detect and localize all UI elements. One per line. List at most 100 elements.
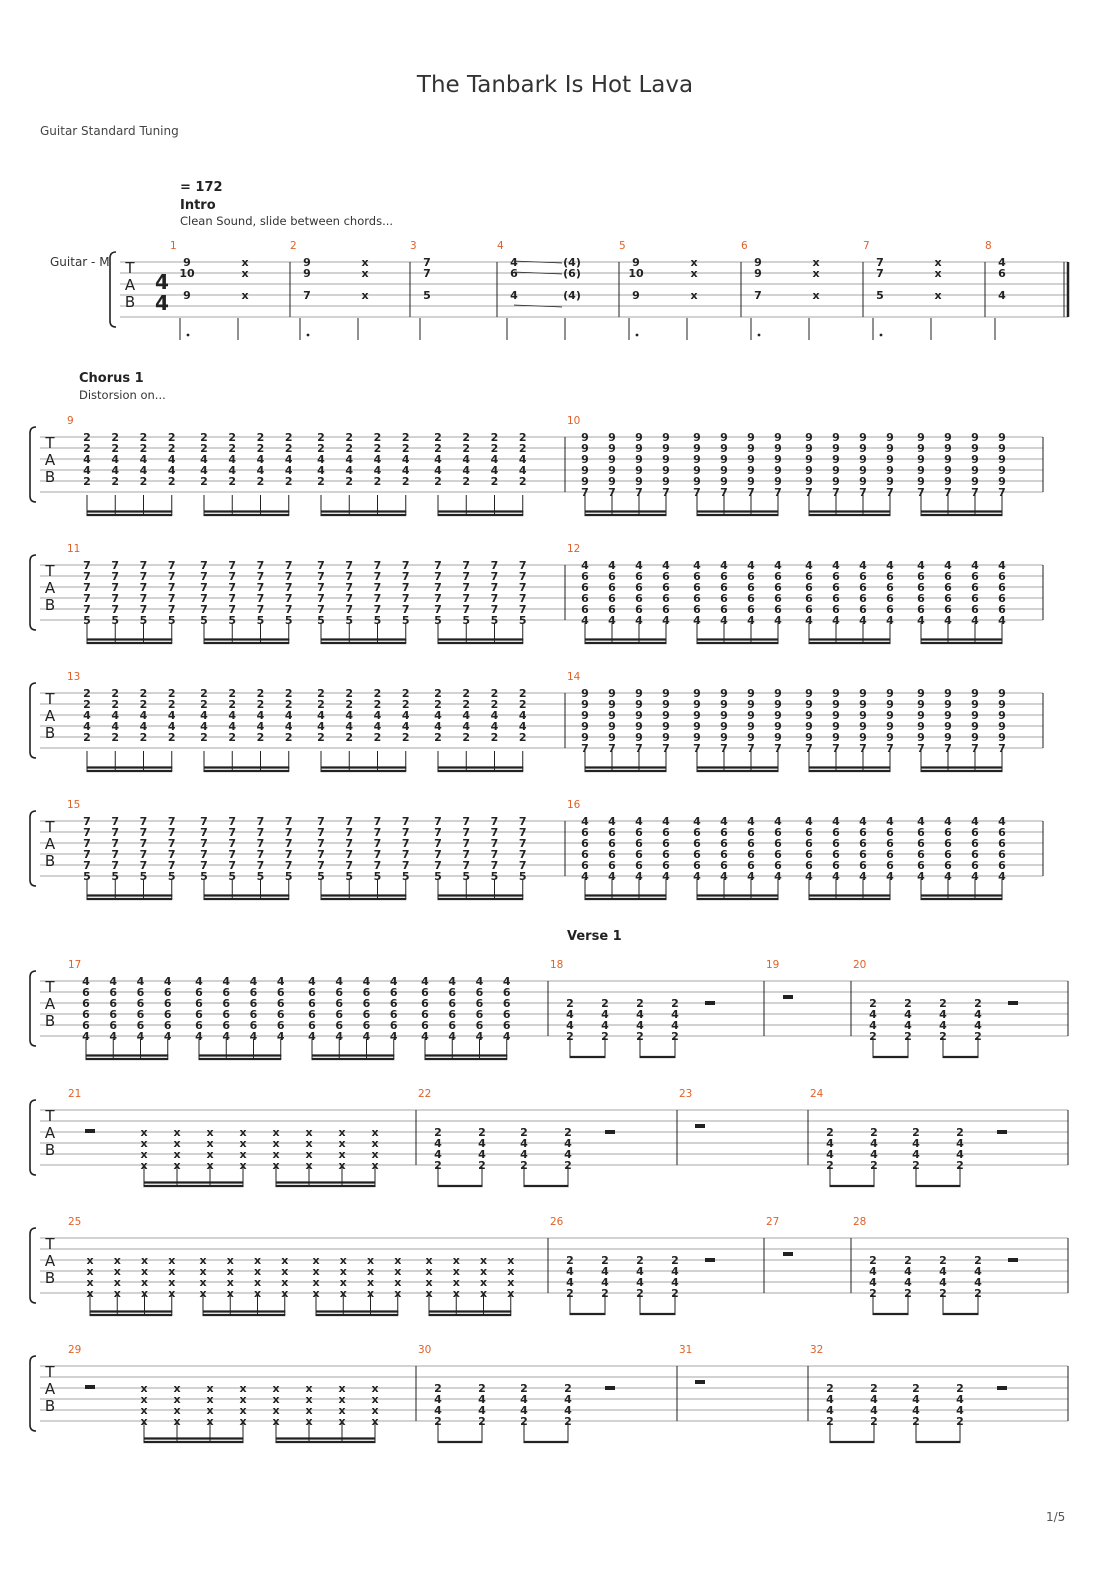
tab-fret: 2 xyxy=(111,698,119,711)
tab-fret: 6 xyxy=(635,581,643,594)
tab-fret: x xyxy=(425,1287,432,1300)
staff-bracket xyxy=(29,554,37,631)
tab-fret: x xyxy=(239,1126,246,1139)
tab-fret: 4 xyxy=(636,1019,644,1032)
tab-fret: 9 xyxy=(971,453,979,466)
tab-fret: 4 xyxy=(317,709,325,722)
tab-fret: 9 xyxy=(754,267,762,280)
tab-fret: 4 xyxy=(939,1276,947,1289)
tab-fret: 6 xyxy=(805,826,813,839)
tab-fret: 4 xyxy=(662,559,670,572)
tab-fret: 9 xyxy=(693,475,701,488)
tab-fret: 6 xyxy=(82,986,90,999)
tab-fret: 2 xyxy=(904,997,912,1010)
tab-fret: 7 xyxy=(402,559,410,572)
tab-fret: 7 xyxy=(374,581,382,594)
tab-fret: 9 xyxy=(720,720,728,733)
tab-fret: 6 xyxy=(747,592,755,605)
tab-fret: 6 xyxy=(720,848,728,861)
tab-fret: 4 xyxy=(519,464,527,477)
tab-fret: 6 xyxy=(503,1008,511,1021)
tab-fret: 9 xyxy=(754,256,762,269)
tab-fret: 7 xyxy=(374,859,382,872)
tab-fret: 7 xyxy=(168,826,176,839)
tab-fret: 4 xyxy=(998,289,1006,302)
tab-fret: x xyxy=(394,1254,401,1267)
tab-fret: 6 xyxy=(510,267,518,280)
tab-fret: 6 xyxy=(859,848,867,861)
tab-fret: 7 xyxy=(491,592,499,605)
tab-fret: 4 xyxy=(693,559,701,572)
tab-fret: 7 xyxy=(257,570,265,583)
tab-fret: 7 xyxy=(317,559,325,572)
tab-fret: 4 xyxy=(564,1148,572,1161)
tab-fret: 6 xyxy=(503,1019,511,1032)
tab-fret: 4 xyxy=(83,464,91,477)
tab-fret: 4 xyxy=(564,1137,572,1150)
tab-fret: 4 xyxy=(944,815,952,828)
tab-fret: 7 xyxy=(345,848,353,861)
tab-fret: 9 xyxy=(608,475,616,488)
tab-fret: 4 xyxy=(503,1030,511,1043)
tab-fret: 2 xyxy=(904,1287,912,1300)
tab-fret: 2 xyxy=(257,475,265,488)
tab-fret: x xyxy=(227,1265,234,1278)
tab-fret: 4 xyxy=(491,720,499,733)
tab-fret: 7 xyxy=(491,559,499,572)
tab-fret: x xyxy=(312,1287,319,1300)
rest xyxy=(605,1386,615,1390)
tab-fret: 4 xyxy=(859,559,867,572)
tab-fret: 6 xyxy=(859,826,867,839)
tab-fret: 6 xyxy=(363,997,371,1010)
tab-fret: x xyxy=(173,1148,180,1161)
tab-fret: 4 xyxy=(478,1137,486,1150)
tab-fret: x xyxy=(239,1137,246,1150)
tab-fret: 4 xyxy=(870,1393,878,1406)
tab-fret: x xyxy=(168,1254,175,1267)
tab-fret: x xyxy=(173,1404,180,1417)
tab-fret: 7 xyxy=(257,848,265,861)
tab-fret: x xyxy=(281,1287,288,1300)
tab-fret: 7 xyxy=(257,815,265,828)
tab-fret: 6 xyxy=(363,1019,371,1032)
tab-fret: x xyxy=(338,1393,345,1406)
tab-fret: 9 xyxy=(805,442,813,455)
tab-fret: 6 xyxy=(774,859,782,872)
tab-fret: 2 xyxy=(601,1254,609,1267)
tab-fret: 6 xyxy=(832,826,840,839)
tab-fret: x xyxy=(312,1265,319,1278)
tab-fret: 2 xyxy=(200,442,208,455)
tab-fret: 2 xyxy=(636,997,644,1010)
tab-fret: 5 xyxy=(228,614,236,627)
tab-fret: 6 xyxy=(971,848,979,861)
tab-fret: 6 xyxy=(747,848,755,861)
tab-fret: 7 xyxy=(519,559,527,572)
tab-fret: 2 xyxy=(478,1126,486,1139)
tab-fret: 7 xyxy=(168,859,176,872)
tab-fret: 9 xyxy=(998,720,1006,733)
tab-fret: 7 xyxy=(200,815,208,828)
tab-fret: 7 xyxy=(140,848,148,861)
tab-fret: 6 xyxy=(662,570,670,583)
tab-fret: 2 xyxy=(285,442,293,455)
tab-fret: x xyxy=(272,1404,279,1417)
tab-fret: 2 xyxy=(111,687,119,700)
tab-fret: 2 xyxy=(671,1254,679,1267)
tab-fret: 4 xyxy=(421,1030,429,1043)
tab-fret: 9 xyxy=(747,431,755,444)
tab-fret: 7 xyxy=(402,815,410,828)
tab-fret: 2 xyxy=(140,687,148,700)
tab-fret: 9 xyxy=(805,431,813,444)
tab-fret: 2 xyxy=(566,1287,574,1300)
tab-fret: 4 xyxy=(608,815,616,828)
tab-fret: 4 xyxy=(826,1148,834,1161)
tab-fret: 6 xyxy=(747,570,755,583)
tab-fret: 2 xyxy=(904,1254,912,1267)
tab-fret: 9 xyxy=(971,687,979,700)
tab-fret: 4 xyxy=(917,870,925,883)
tab-fret: 4 xyxy=(564,1404,572,1417)
tab-fret: 2 xyxy=(870,1415,878,1428)
tab-fret: 9 xyxy=(720,464,728,477)
tab-fret: 6 xyxy=(832,848,840,861)
tempo-marking: = 172 xyxy=(180,180,223,195)
